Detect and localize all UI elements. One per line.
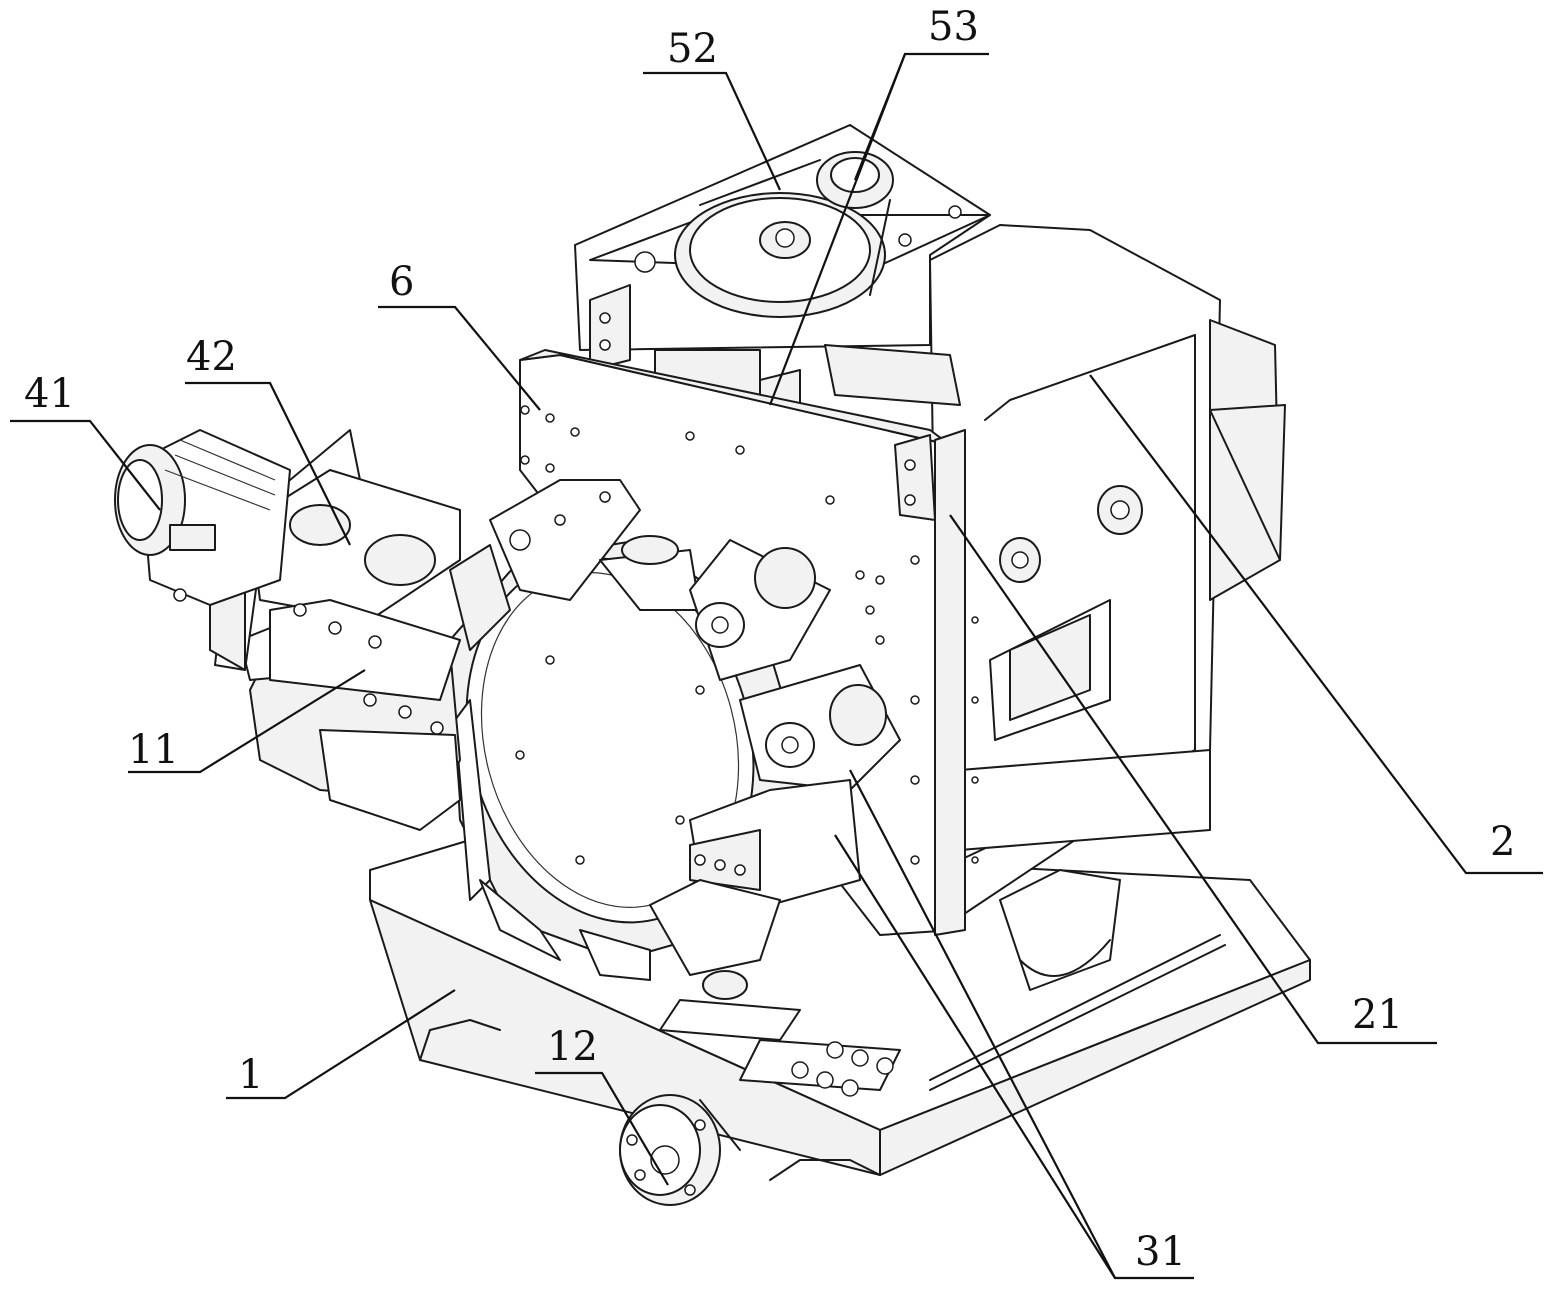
callout-12: 12 [547,1024,598,1070]
drive-assembly [114,429,461,831]
callout-31: 31 [1135,1229,1186,1275]
leader-41 [10,419,161,511]
leader-21 [949,514,1437,1045]
leader-52 [643,71,781,191]
leader-1 [226,989,456,1100]
callout-42: 42 [186,334,237,380]
leader-31b [849,769,1116,1279]
leader-11 [128,669,366,774]
leader-2 [1089,374,1543,875]
callout-6: 6 [389,259,414,305]
leader-lines [10,52,1543,1280]
callout-41: 41 [24,371,75,417]
callout-21: 21 [1352,992,1403,1038]
callout-1: 1 [238,1052,263,1098]
callout-11: 11 [128,727,179,773]
callout-52: 52 [667,26,718,72]
leader-53b [768,53,907,406]
leader-42 [185,381,351,546]
right-housing [929,224,1286,991]
leader-12 [535,1071,669,1186]
callout-2: 2 [1490,819,1515,865]
callout-labels: 41 42 52 53 6 11 2 21 1 12 31 [24,4,1515,1275]
turret-assembly [449,479,901,1000]
leader-6 [378,305,541,411]
callout-53: 53 [928,4,979,50]
